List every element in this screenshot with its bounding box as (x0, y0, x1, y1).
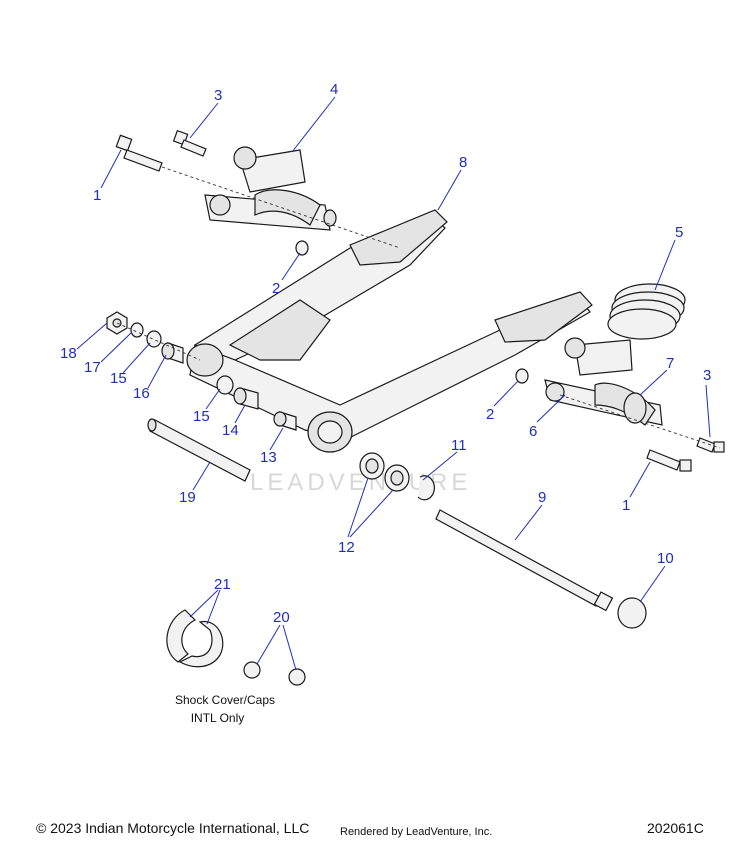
copyright-text: © 2023 Indian Motorcycle International, … (36, 820, 310, 836)
callout-4: 4 (330, 81, 338, 98)
callout-11: 11 (451, 437, 467, 454)
axle-9 (435, 509, 614, 612)
callout-9: 9 (538, 489, 546, 506)
callout-15-lower: 15 (193, 408, 210, 425)
callout-10: 10 (657, 550, 674, 567)
cap-20-b (288, 668, 306, 686)
bushing-16 (161, 342, 184, 364)
spring (607, 283, 686, 340)
note-line-1: Shock Cover/Caps (174, 693, 276, 707)
callout-20: 20 (273, 609, 290, 626)
bearing-12-a (359, 452, 385, 480)
watermark-text: LEADVENTURE (250, 469, 471, 496)
bolt-1-left (115, 134, 163, 172)
callout-19: 19 (179, 489, 196, 506)
axis-line-right-shock (559, 394, 721, 449)
diagram-id: 202061C (647, 820, 704, 836)
swingarm (186, 209, 593, 453)
bearing-12-b (384, 464, 410, 492)
callout-2-right: 2 (486, 406, 494, 423)
washer-17 (130, 322, 144, 338)
spring-collar (623, 392, 647, 424)
callout-3-right: 3 (703, 367, 711, 384)
callout-6: 6 (529, 423, 537, 440)
callout-7: 7 (666, 355, 674, 372)
callout-2-left: 2 (272, 280, 280, 297)
shock-left (204, 146, 337, 231)
cap-10 (617, 597, 647, 629)
bolt-3-left (172, 129, 207, 157)
seal-15-lower (216, 375, 234, 395)
callout-13: 13 (260, 449, 277, 466)
callout-17: 17 (84, 359, 101, 376)
rendered-by-text: Rendered by LeadVenture, Inc. (340, 826, 493, 838)
spacer-13 (273, 411, 297, 431)
callout-12: 12 (338, 539, 355, 556)
callout-16: 16 (133, 385, 150, 402)
callout-15-upper: 15 (110, 370, 127, 387)
callout-18: 18 (60, 345, 77, 362)
callout-1-left: 1 (93, 187, 101, 204)
cap-20-a (243, 661, 261, 679)
leader-lines (76, 96, 711, 671)
callout-5: 5 (675, 224, 683, 241)
callout-8: 8 (459, 154, 467, 171)
bushing-14 (233, 387, 259, 410)
seal-15-upper (146, 330, 162, 348)
washer-2-left (295, 240, 309, 256)
callout-1-right: 1 (622, 497, 630, 514)
callout-3-left: 3 (214, 87, 222, 104)
callout-14: 14 (222, 422, 239, 439)
note-line-2: INTL Only (190, 711, 245, 725)
callout-21: 21 (214, 576, 231, 593)
shock-cover-21 (166, 609, 224, 668)
pivot-shaft-19 (147, 418, 251, 482)
washer-2-right (515, 368, 529, 384)
snap-ring-11 (417, 475, 435, 501)
bolt-1-right (646, 449, 692, 472)
bolt-3-right (696, 437, 725, 453)
